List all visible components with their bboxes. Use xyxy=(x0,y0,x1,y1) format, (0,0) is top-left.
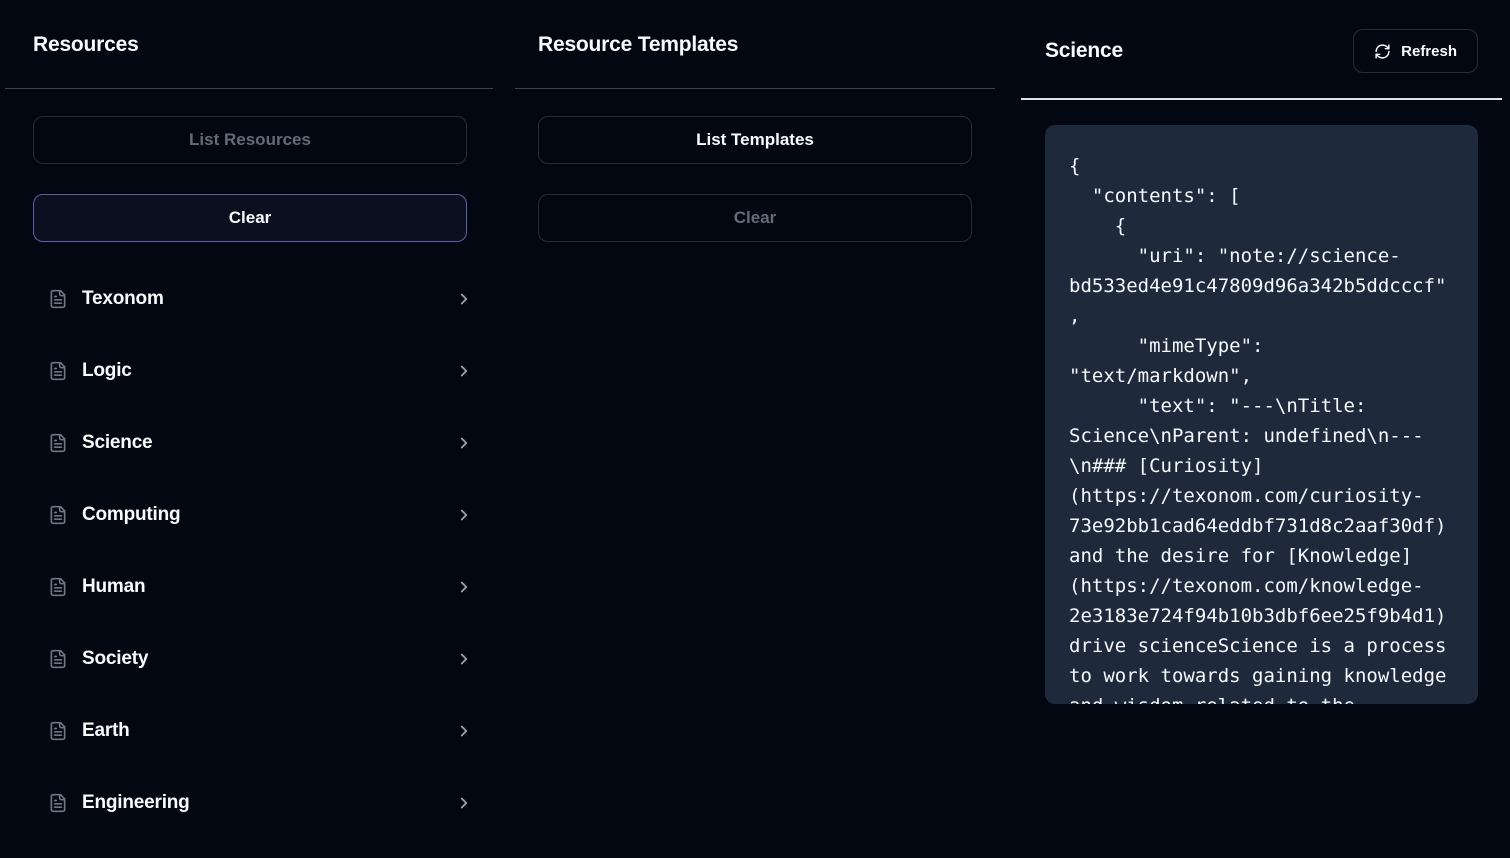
chevron-right-icon xyxy=(455,434,473,452)
list-templates-button[interactable]: List Templates xyxy=(538,116,972,164)
code-block: { "contents": [ { "uri": "note://science… xyxy=(1069,155,1447,704)
resource-item-label: Society xyxy=(82,648,149,669)
templates-actions: List Templates Clear xyxy=(515,89,995,242)
chevron-right-icon xyxy=(455,794,473,812)
resource-list-item[interactable]: Society xyxy=(48,642,473,676)
resource-item-label: Human xyxy=(82,576,146,597)
file-text-icon xyxy=(48,505,68,525)
detail-panel: Science Refresh { "contents": [ { "uri":… xyxy=(1021,0,1502,704)
file-text-icon xyxy=(48,649,68,669)
clear-templates-button[interactable]: Clear xyxy=(538,194,972,242)
refresh-button-label: Refresh xyxy=(1401,42,1457,60)
refresh-icon xyxy=(1374,43,1391,60)
chevron-right-icon xyxy=(455,722,473,740)
file-text-icon xyxy=(48,361,68,381)
file-text-icon xyxy=(48,793,68,813)
resource-list-item[interactable]: Texonom xyxy=(48,282,473,316)
resource-list-item[interactable]: Human xyxy=(48,570,473,604)
resource-item-label: Texonom xyxy=(82,288,164,309)
templates-panel: Resource Templates List Templates Clear xyxy=(515,0,995,242)
file-text-icon xyxy=(48,433,68,453)
clear-resources-button[interactable]: Clear xyxy=(33,194,467,242)
resource-item-label: Earth xyxy=(82,720,130,741)
detail-title: Science xyxy=(1045,39,1123,62)
chevron-right-icon xyxy=(455,362,473,380)
resources-actions: List Resources Clear xyxy=(5,89,493,242)
resource-item-label: Computing xyxy=(82,504,181,525)
resource-item-label: Science xyxy=(82,432,153,453)
templates-title: Resource Templates xyxy=(538,33,739,56)
resources-divider xyxy=(5,88,493,89)
list-resources-button[interactable]: List Resources xyxy=(33,116,467,164)
chevron-right-icon xyxy=(455,290,473,308)
resource-list-item[interactable]: Earth xyxy=(48,714,473,748)
chevron-right-icon xyxy=(455,506,473,524)
resource-list-item[interactable]: Science xyxy=(48,426,473,460)
resources-panel: Resources List Resources Clear Texonom xyxy=(5,0,493,858)
resource-list-item[interactable]: Engineering xyxy=(48,786,473,820)
resource-content-card: { "contents": [ { "uri": "note://science… xyxy=(1045,125,1478,704)
resource-item-label: Logic xyxy=(82,360,132,381)
resource-list-item[interactable]: Computing xyxy=(48,498,473,532)
chevron-right-icon xyxy=(455,650,473,668)
chevron-right-icon xyxy=(455,578,473,596)
resource-list-item[interactable]: Logic xyxy=(48,354,473,388)
templates-divider xyxy=(515,88,995,89)
refresh-button[interactable]: Refresh xyxy=(1353,29,1478,73)
resource-item-label: Engineering xyxy=(82,792,190,813)
file-text-icon xyxy=(48,289,68,309)
detail-header: Science Refresh xyxy=(1021,29,1502,73)
detail-divider xyxy=(1021,98,1502,100)
file-text-icon xyxy=(48,721,68,741)
resource-list: Texonom Logic xyxy=(5,242,493,820)
resources-title: Resources xyxy=(33,33,139,56)
file-text-icon xyxy=(48,577,68,597)
